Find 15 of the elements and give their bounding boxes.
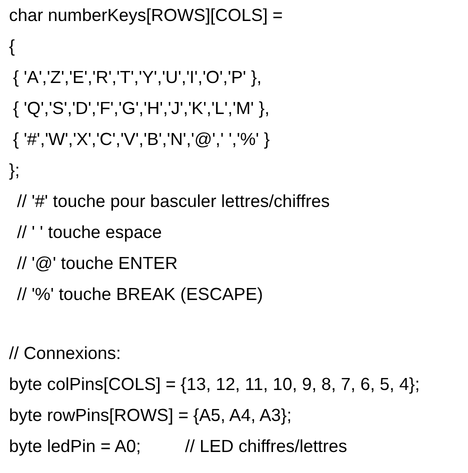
code-comment: // '%' touche BREAK (ESCAPE) <box>17 283 263 305</box>
code-comment: // '@' touche ENTER <box>17 252 178 274</box>
code-line: byte colPins[COLS] = {13, 12, 11, 10, 9, 8, 7, 6, 5, 4}; <box>9 373 420 395</box>
code-line: { 'Q','S','D','F','G','H','J','K','L','M' }, <box>13 97 270 119</box>
code-comment: // '#' touche pour basculer lettres/chiffres <box>17 190 330 212</box>
code-line: byte rowPins[ROWS] = {A5, A4, A3}; <box>9 404 292 426</box>
code-line: char numberKeys[ROWS][COLS] = <box>9 4 283 26</box>
code-line: { 'A','Z','E','R','T','Y','U','I','O','P' }, <box>13 66 262 88</box>
code-line: }; <box>9 159 20 181</box>
code-line: { <box>9 35 15 57</box>
code-line: byte ledPin = A0; <box>9 435 141 457</box>
code-comment: // Connexions: <box>9 342 121 364</box>
code-comment: // LED chiffres/lettres <box>185 435 348 457</box>
code-comment: // ' ' touche espace <box>17 221 162 243</box>
code-line: { '#','W','X','C','V','B','N','@',' ','%' } <box>13 128 270 150</box>
